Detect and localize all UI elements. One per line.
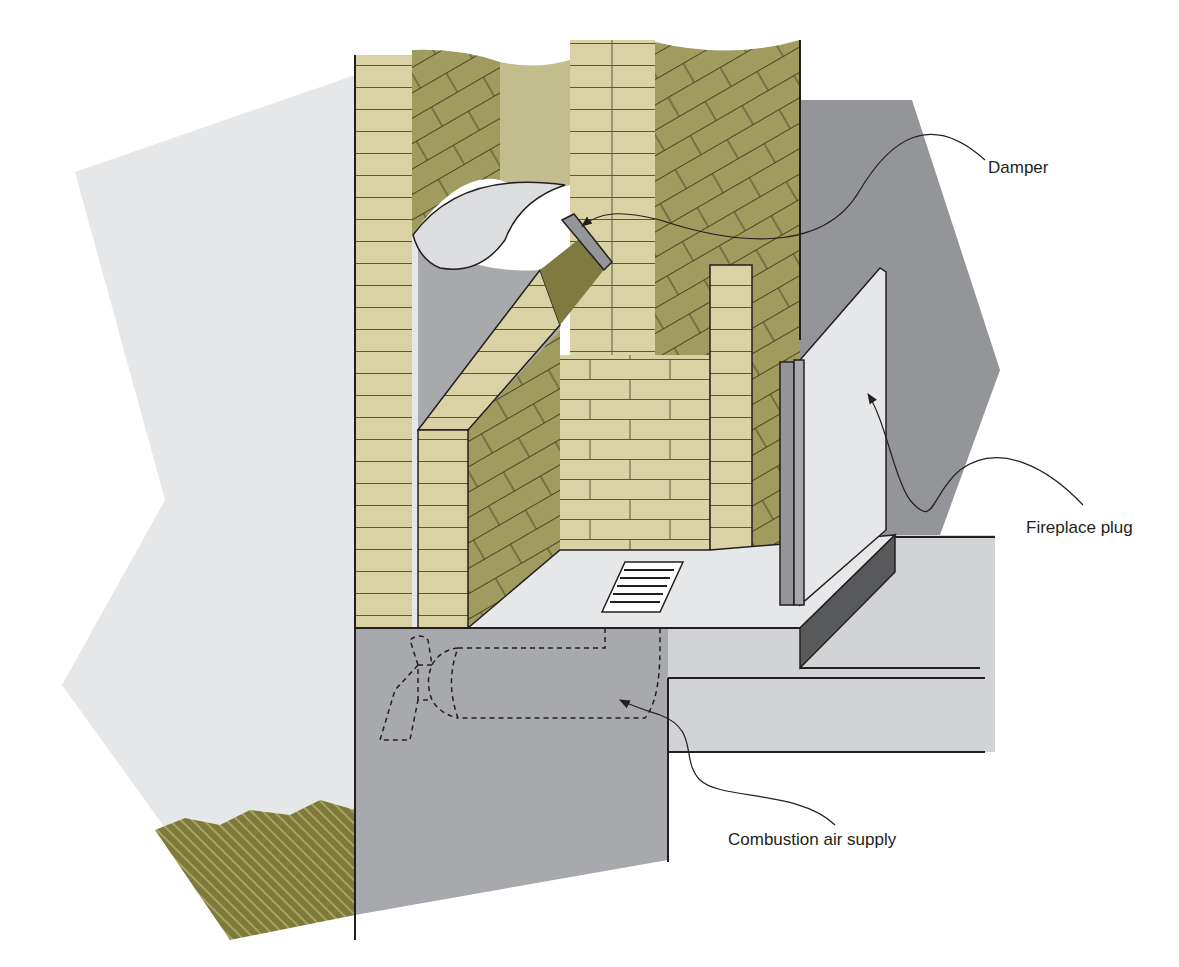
floor-line	[668, 677, 985, 679]
floor-line	[668, 751, 985, 753]
duct-outline	[429, 648, 459, 718]
center-brick-column	[570, 40, 655, 355]
lintel	[418, 270, 560, 430]
chimney-edge	[354, 55, 356, 940]
combustion-air-duct	[380, 628, 660, 740]
part-label: Fireplace plug	[1026, 518, 1133, 538]
plug-panel	[800, 268, 886, 605]
left-backdrop	[62, 75, 355, 828]
leader-lines	[582, 134, 1083, 825]
part-label: Damper	[988, 158, 1048, 178]
leader-line	[868, 394, 1083, 512]
leader-line	[582, 134, 985, 239]
flue	[500, 60, 570, 189]
part-label: Combustion air supply	[728, 830, 896, 850]
floor-slab	[668, 678, 995, 752]
grille-slots	[610, 570, 674, 602]
floor-grille	[602, 562, 683, 612]
gap	[412, 230, 418, 628]
smoke-shelf	[413, 182, 565, 269]
duct-hood	[410, 636, 432, 665]
chimney-edge	[799, 40, 801, 340]
brick-joint	[612, 40, 613, 355]
floor-edge	[355, 627, 800, 629]
plug-frame	[780, 362, 794, 605]
floor-line	[667, 678, 669, 862]
soil	[155, 800, 355, 940]
leader-line	[620, 700, 835, 825]
plug-frame	[794, 360, 804, 605]
chimney	[355, 40, 800, 940]
right-jamb	[710, 265, 752, 550]
foundation-wall	[355, 628, 668, 915]
floor-line	[800, 667, 980, 669]
front-pier	[418, 430, 468, 628]
floor-line	[895, 536, 995, 538]
fireplace-plug	[780, 268, 886, 605]
duct-hood	[380, 665, 432, 740]
outer-brick-column	[355, 55, 412, 628]
